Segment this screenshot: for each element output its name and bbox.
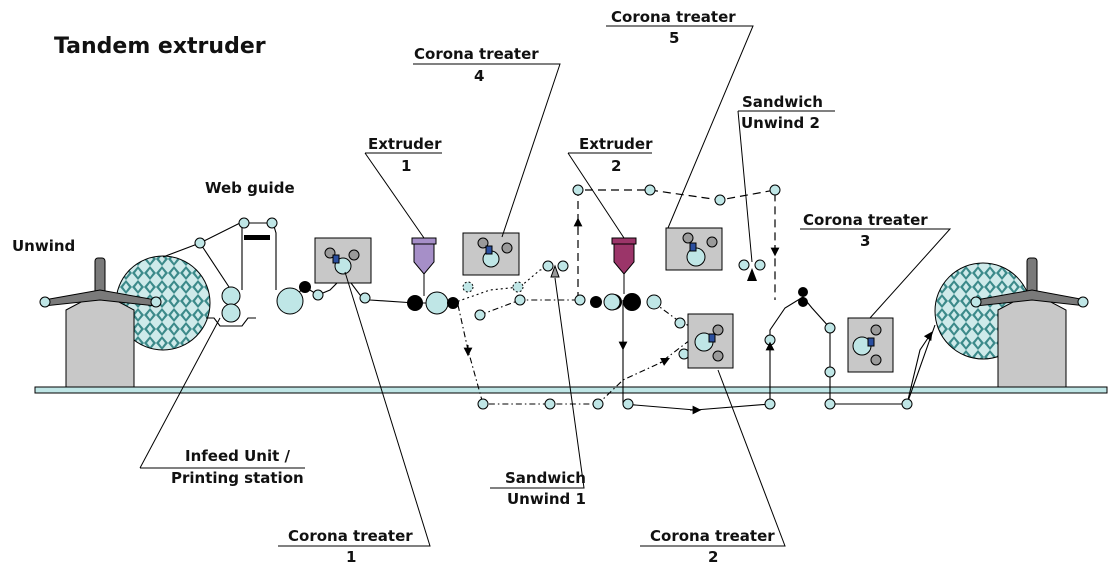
label-corona1-line1: Corona treater: [288, 527, 413, 545]
label-extruder2-line2: 2: [611, 157, 621, 175]
corona-treater-icon: [314, 237, 372, 284]
label-corona4-line2: 4: [474, 67, 484, 85]
corona-treater-icon: [462, 232, 520, 276]
label-extruder1-line2: 1: [401, 157, 411, 175]
infeed-unit-icon: [206, 286, 256, 327]
label-corona1-line2: 1: [346, 548, 356, 566]
label-infeed-line1: Infeed Unit /: [185, 447, 290, 465]
label-corona4-line1: Corona treater: [414, 45, 539, 63]
sandwich-unwind-2-icon: [738, 259, 766, 281]
label-sandwich1-line2: Unwind 1: [507, 490, 586, 508]
winder-stand-icon: [934, 257, 1089, 388]
web-guide-icon: [238, 217, 278, 240]
web-path-main: [162, 222, 936, 411]
label-corona5-line2: 5: [669, 29, 679, 47]
label-sandwich2-line2: Unwind 2: [741, 114, 820, 132]
leader-lines: [139, 25, 952, 547]
flow-arrows: [463, 217, 780, 415]
label-corona3-line1: Corona treater: [803, 211, 928, 229]
corona-treater-icon: [687, 313, 734, 369]
guide-rolls: [194, 184, 913, 410]
extruder-die-icon: [611, 237, 637, 294]
label-extruder1-line1: Extruder: [368, 135, 442, 153]
label-corona2-line2: 2: [708, 548, 718, 566]
web-path-mid: [479, 299, 701, 331]
label-sandwich2-line1: Sandwich: [742, 93, 823, 111]
label-unwind: Unwind: [12, 237, 75, 255]
extruder-die-icon: [411, 237, 437, 296]
web-path-sandwich: [577, 189, 776, 300]
label-corona3-line2: 3: [860, 232, 870, 250]
label-corona2-line1: Corona treater: [650, 527, 775, 545]
label-corona5-line1: Corona treater: [611, 8, 736, 26]
corona-treater-icon: [665, 227, 723, 271]
diagram-title: Tandem extruder: [54, 34, 266, 59]
unwind-stand-icon: [39, 255, 211, 388]
sandwich-unwind-1-icon: [550, 264, 560, 278]
label-web-guide: Web guide: [205, 179, 295, 197]
label-infeed-line2: Printing station: [171, 469, 304, 487]
label-sandwich1-line1: Sandwich: [505, 469, 586, 487]
corona-treater-icon: [847, 317, 894, 373]
label-extruder2-line1: Extruder: [579, 135, 653, 153]
